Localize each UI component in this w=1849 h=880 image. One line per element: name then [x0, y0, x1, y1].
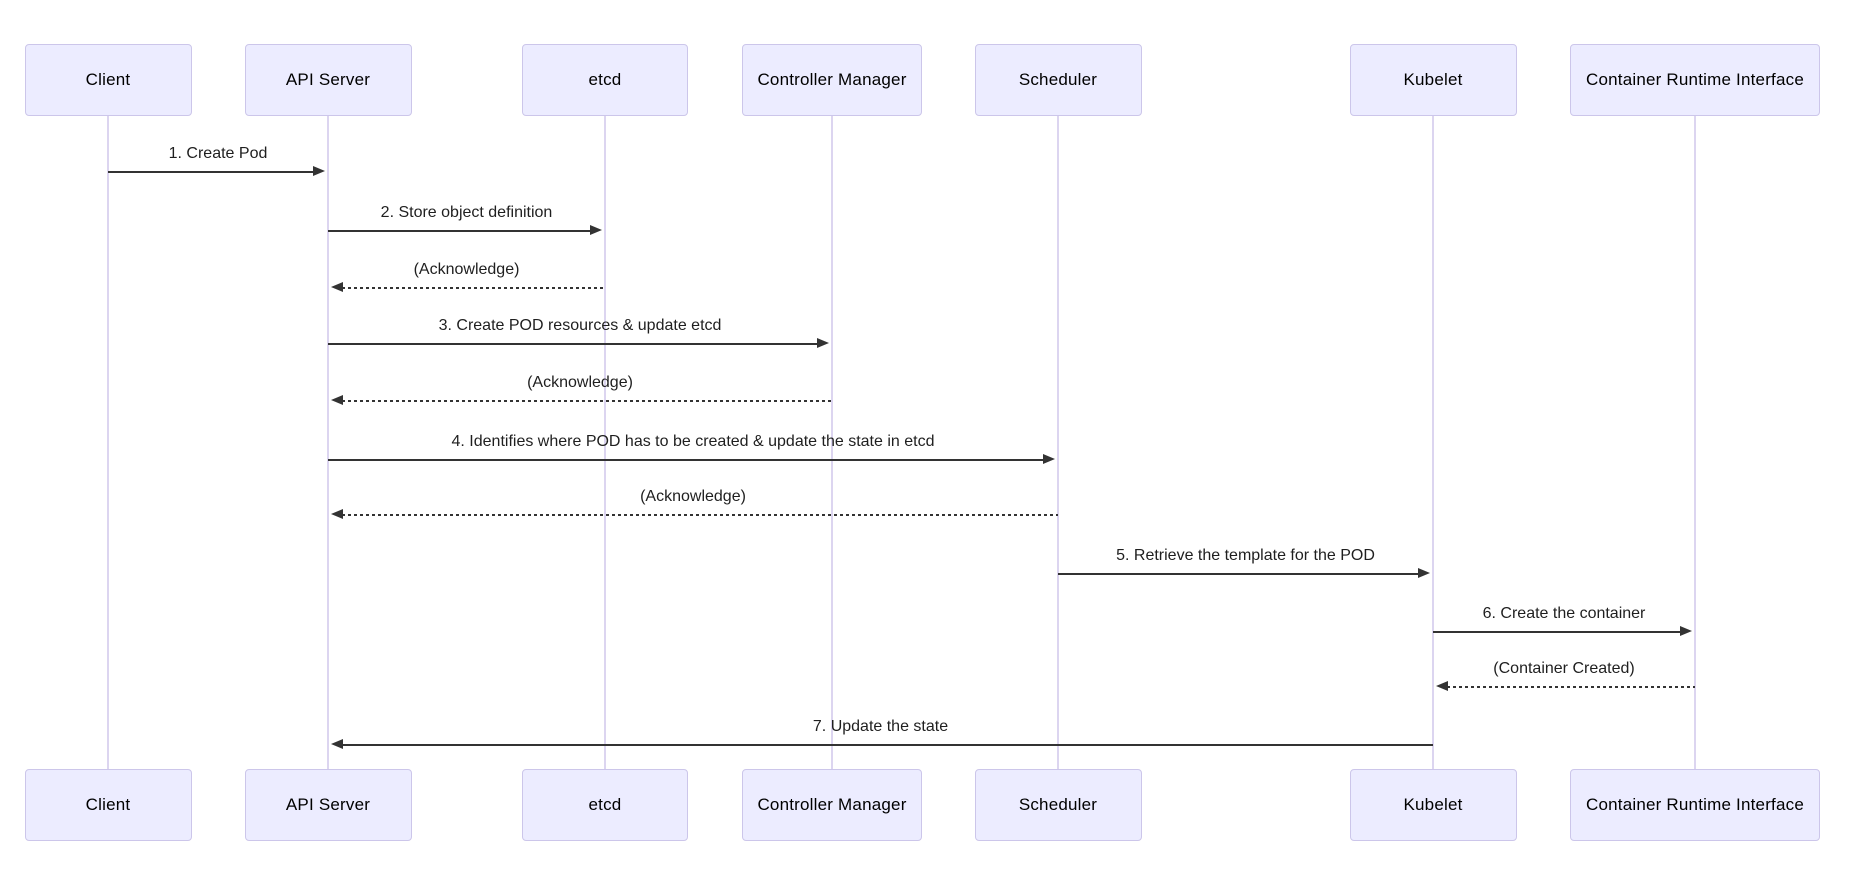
participant-label: API Server — [285, 795, 371, 814]
participant-box-scheduler-top: Scheduler — [974, 44, 1142, 116]
arrowhead-icon — [313, 166, 325, 176]
message-line-dashed — [342, 400, 832, 402]
participant-label: Client — [85, 795, 131, 814]
message-label: 7. Update the state — [812, 718, 949, 735]
message-line-solid — [1433, 631, 1681, 633]
arrowhead-icon — [1418, 568, 1430, 578]
participant-box-etcd-bottom: etcd — [522, 769, 688, 841]
arrowhead-icon — [1436, 681, 1448, 691]
participant-label: etcd — [588, 795, 622, 814]
message-label: 5. Retrieve the template for the POD — [1116, 547, 1375, 564]
arrowhead-icon — [331, 509, 343, 519]
participant-box-api-server-top: API Server — [244, 44, 412, 116]
participant-label: Kubelet — [1403, 795, 1463, 814]
participant-label: API Server — [285, 70, 371, 89]
lifeline-client — [107, 116, 109, 769]
arrowhead-icon — [590, 225, 602, 235]
message-line-solid — [108, 171, 314, 173]
participant-label: Client — [85, 70, 131, 89]
participant-box-client-top: Client — [24, 44, 192, 116]
participant-label: Container Runtime Interface — [1585, 795, 1804, 814]
participant-box-client-bottom: Client — [24, 769, 192, 841]
participant-box-controller-manager-top: Controller Manager — [742, 44, 922, 116]
participant-box-api-server-bottom: API Server — [244, 769, 412, 841]
arrowhead-icon — [1043, 454, 1055, 464]
message-label: (Acknowledge) — [527, 374, 633, 391]
message-label: 1. Create Pod — [168, 145, 268, 162]
lifeline-cri — [1694, 116, 1696, 769]
participant-label: Controller Manager — [757, 795, 907, 814]
participant-label: Kubelet — [1403, 70, 1463, 89]
message-label: (Acknowledge) — [413, 261, 520, 278]
participant-label: Scheduler — [1018, 795, 1098, 814]
participant-box-cri-bottom: Container Runtime Interface — [1570, 769, 1820, 841]
message-line-solid — [328, 343, 818, 345]
participant-label: Container Runtime Interface — [1585, 70, 1804, 89]
participant-box-kubelet-top: Kubelet — [1349, 44, 1517, 116]
lifeline-controller-manager — [831, 116, 833, 769]
participant-label: etcd — [588, 70, 622, 89]
participant-label: Scheduler — [1018, 70, 1098, 89]
message-line-solid — [1058, 573, 1419, 575]
message-label: 3. Create POD resources & update etcd — [438, 317, 722, 334]
lifeline-api-server — [327, 116, 329, 769]
message-label: 2. Store object definition — [380, 204, 553, 221]
message-line-solid — [328, 459, 1044, 461]
message-label: 4. Identifies where POD has to be create… — [451, 433, 935, 450]
lifeline-scheduler — [1057, 116, 1059, 769]
participant-box-kubelet-bottom: Kubelet — [1349, 769, 1517, 841]
arrowhead-icon — [1680, 626, 1692, 636]
message-line-dashed — [1447, 686, 1695, 688]
participant-box-etcd-top: etcd — [522, 44, 688, 116]
message-label: (Container Created) — [1493, 660, 1635, 677]
lifeline-kubelet — [1432, 116, 1434, 769]
message-label: 6. Create the container — [1482, 605, 1646, 622]
message-line-solid — [328, 230, 591, 232]
message-label: (Acknowledge) — [640, 488, 746, 505]
participant-box-scheduler-bottom: Scheduler — [974, 769, 1142, 841]
message-line-dashed — [342, 287, 605, 289]
lifeline-etcd — [604, 116, 606, 769]
arrowhead-icon — [817, 338, 829, 348]
arrowhead-icon — [331, 282, 343, 292]
arrowhead-icon — [331, 395, 343, 405]
participant-box-cri-top: Container Runtime Interface — [1570, 44, 1820, 116]
participant-box-controller-manager-bottom: Controller Manager — [742, 769, 922, 841]
participant-label: Controller Manager — [757, 70, 907, 89]
arrowhead-icon — [331, 739, 343, 749]
message-line-solid — [342, 744, 1433, 746]
message-line-dashed — [342, 514, 1058, 516]
